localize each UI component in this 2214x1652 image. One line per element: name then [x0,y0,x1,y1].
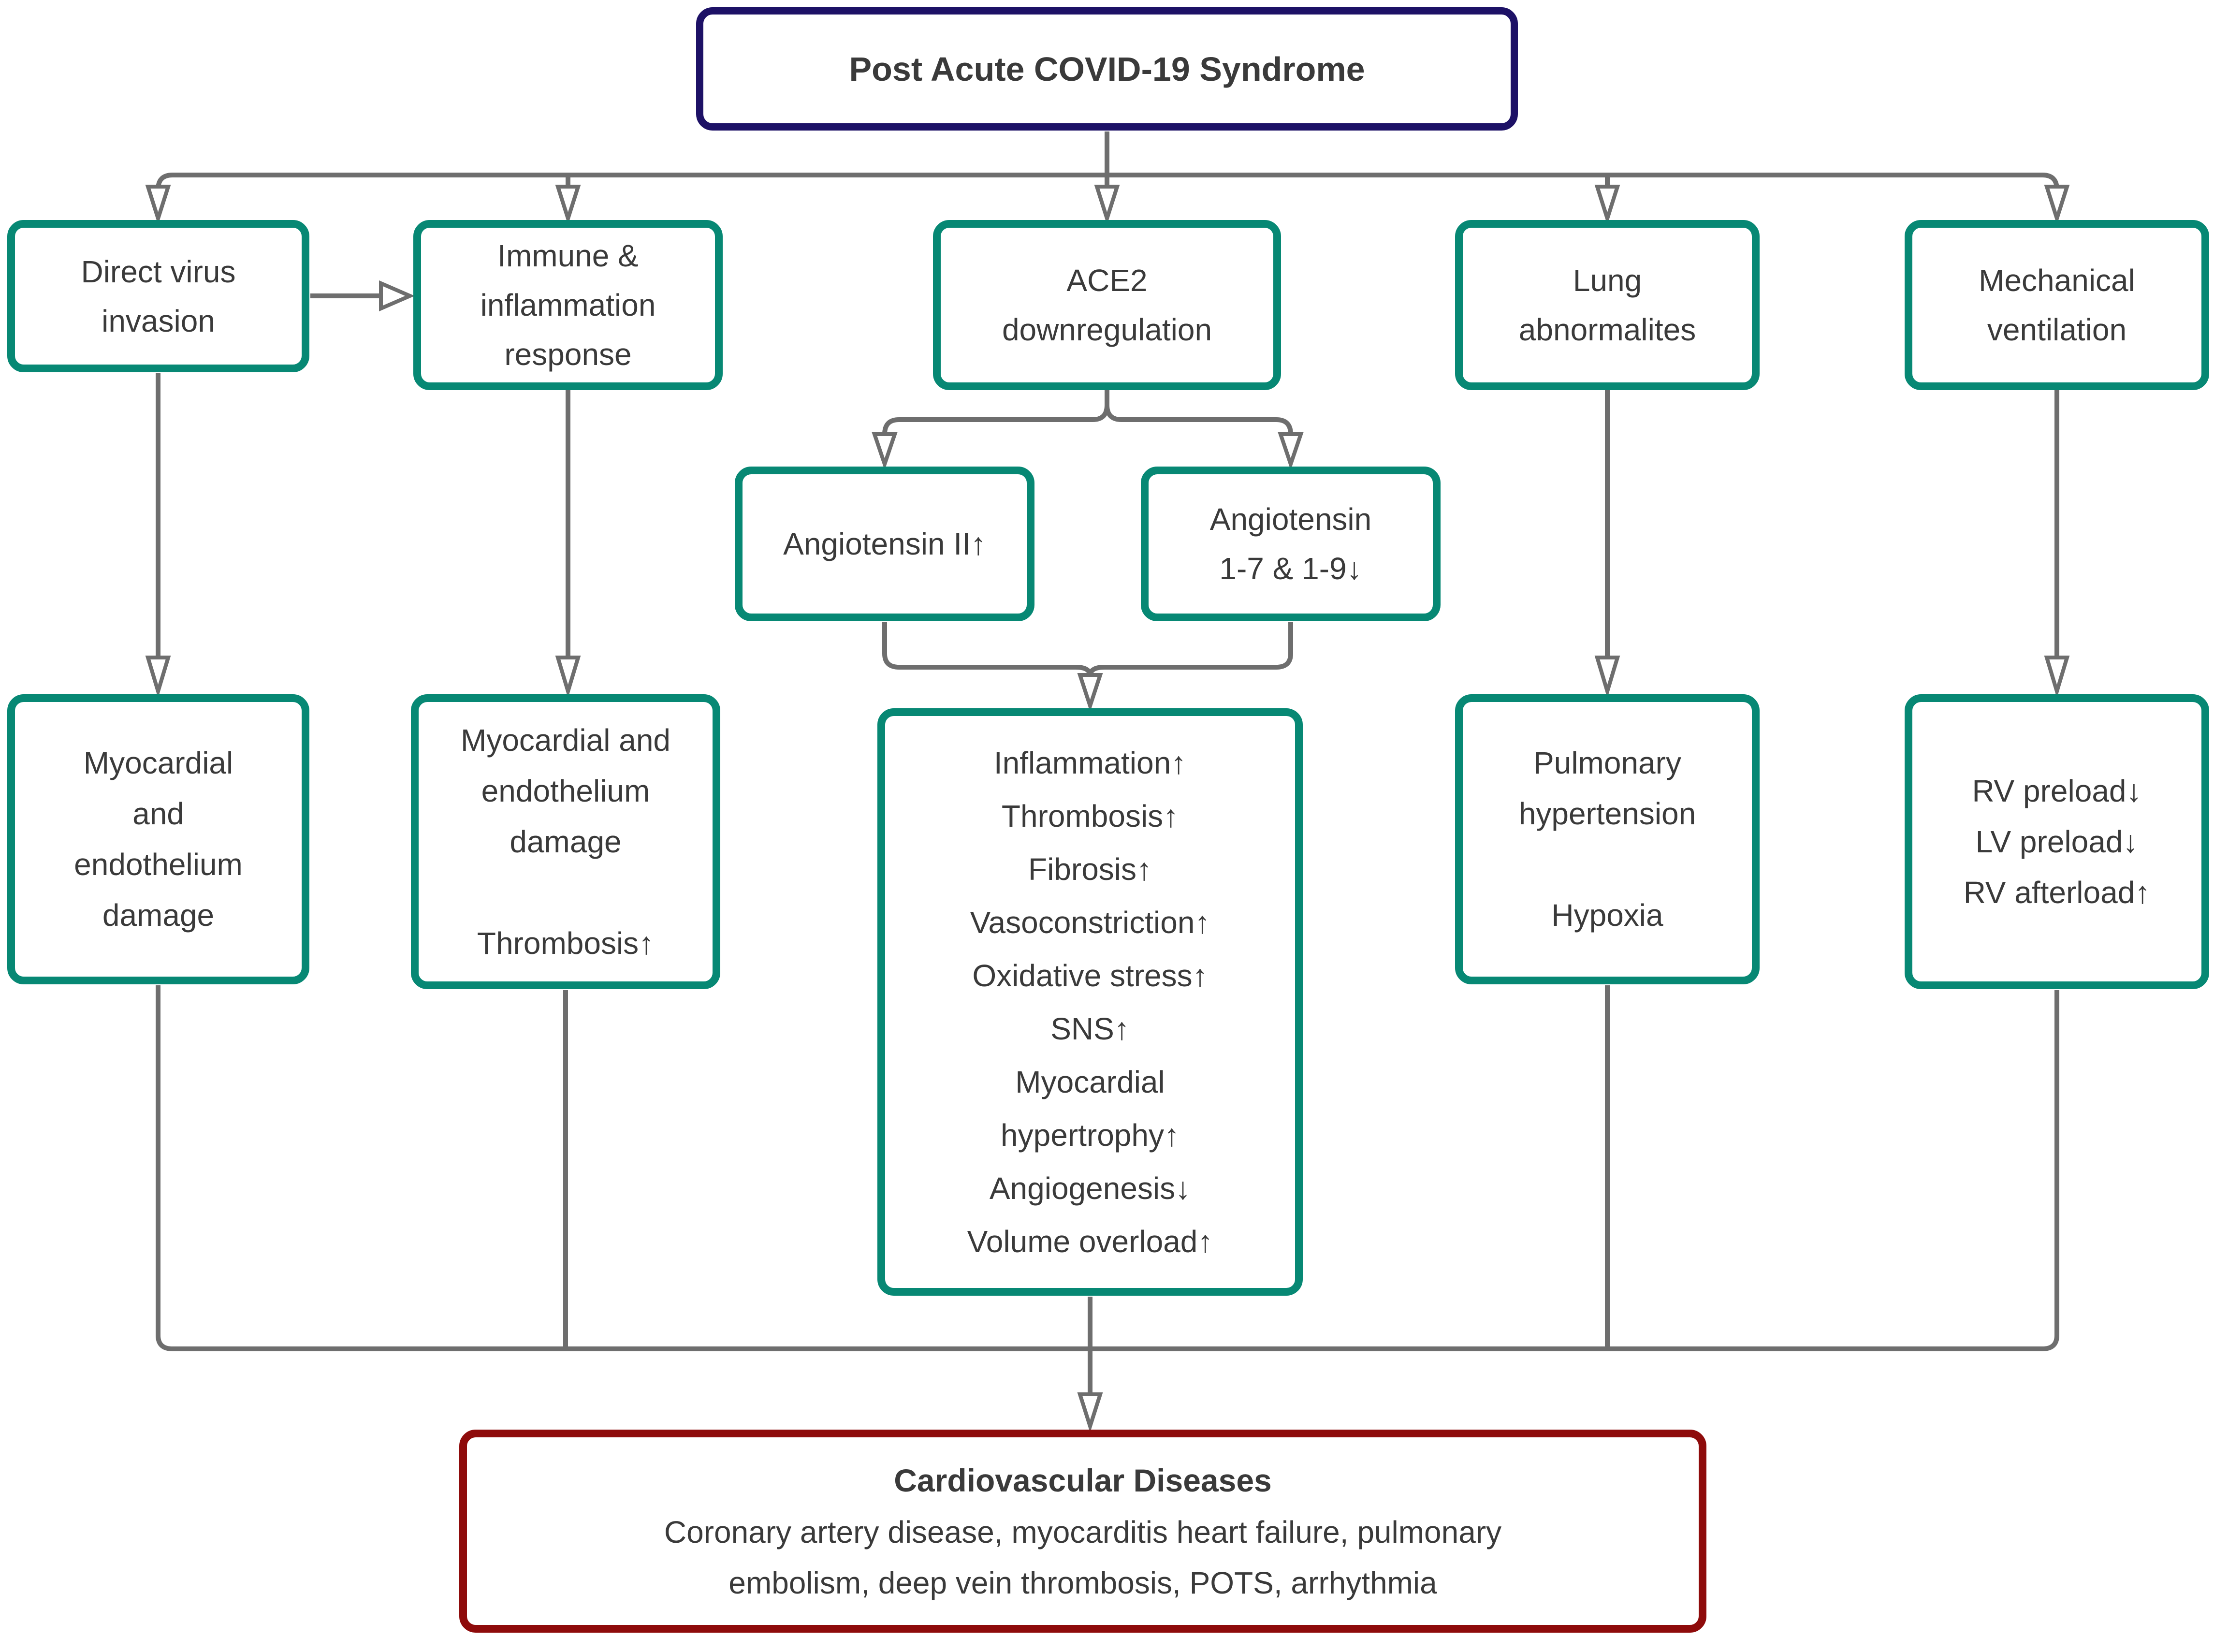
connector-merge-right [1088,622,1293,676]
text-line: Myocardial [83,746,233,780]
arrowhead-down-icon [145,656,171,698]
text-line: Volume overload↑ [967,1224,1213,1259]
box-immune-inflammation-response: Immune & inflammation response [413,220,723,390]
box-myocardial-endothelium-damage: Myocardial and endothelium damage [7,694,309,984]
arrowhead-down-icon [1077,1392,1103,1433]
box-cardiovascular-diseases: Cardiovascular Diseases Coronary artery … [459,1430,1706,1633]
outcome-description-line: embolism, deep vein thrombosis, POTS, ar… [728,1565,1437,1600]
text-line: Myocardial and [461,722,670,758]
text-line: Angiogenesis↓ [989,1170,1191,1206]
text-line: Mechanical [1979,263,2135,298]
connector-ace2-split-right [1105,405,1293,436]
arrowhead-down-icon [1594,656,1620,698]
outcome-title: Cardiovascular Diseases [894,1462,1272,1498]
connector-bottom-right-outer [1090,990,2059,1351]
text-line: endothelium [481,773,650,808]
box-downstream-effects: Inflammation↑ Thrombosis↑ Fibrosis↑ Vaso… [877,708,1303,1296]
arrowhead-down-icon [555,185,581,225]
arrowhead-down-icon [1094,185,1120,225]
text-line: Immune & [497,238,639,273]
connector-bottom-left-outer [156,985,1090,1351]
box-angiotensin-1-7-1-9: Angiotensin 1-7 & 1-9↓ [1141,467,1441,621]
text-line: damage [102,898,215,933]
text-line: endothelium [74,847,243,882]
arrowhead-right-icon [379,280,415,312]
text-line: Direct virus [81,254,236,289]
arrowhead-down-icon [872,432,898,470]
arrowhead-down-icon [2044,185,2070,225]
text-line: Oxidative stress↑ [972,958,1208,993]
box-angiotensin-ii: Angiotensin II↑ [735,467,1034,621]
text-line: invasion [102,303,215,338]
text-line: 1-7 & 1-9↓ [1219,551,1362,586]
arrowhead-down-icon [2044,656,2070,698]
text-line: Thrombosis↑ [477,925,655,961]
text-line-spacer [1463,839,1752,890]
text-line: inflammation [480,288,656,322]
box-mechanical-ventilation: Mechanical ventilation [1905,220,2209,390]
text-line: Hypoxia [1551,898,1663,933]
text-line: and [132,796,184,831]
outcome-description-line: Coronary artery disease, myocarditis hea… [664,1515,1502,1550]
text-line: damage [510,824,622,859]
text-line: SNS↑ [1050,1011,1130,1046]
text-line: Lung [1573,263,1642,298]
text-line: ventilation [1987,312,2127,347]
text-line: downregulation [1002,312,1212,347]
text-line: ACE2 [1066,263,1148,298]
arrowhead-down-icon [145,185,171,225]
text-line: Inflammation↑ [993,745,1187,780]
box-rv-lv-load: RV preload↓ LV preload↓ RV afterload↑ [1905,694,2209,989]
text-line: Angiotensin II↑ [783,526,986,561]
connector-merge-left [882,622,1092,676]
connector-ace2-split-left [882,390,1109,436]
box-direct-virus-invasion: Direct virus invasion [7,220,309,372]
arrowhead-down-icon [555,656,581,698]
arrowhead-down-icon [1077,673,1103,712]
text-line: Myocardial [1015,1064,1165,1099]
text-line: RV preload↓ [1972,773,2142,808]
text-line: Fibrosis↑ [1028,851,1152,887]
box-lung-abnormalites: Lung abnormalites [1455,220,1760,390]
title-box: Post Acute COVID-19 Syndrome [696,7,1518,131]
box-pulmonary-hypertension-hypoxia: Pulmonary hypertension Hypoxia [1455,694,1760,984]
text-line-spacer [419,867,713,918]
text-line: response [504,337,632,372]
text-line: Thrombosis↑ [1001,798,1179,833]
text-line: hypertension [1518,796,1696,831]
text-line: Vasoconstriction↑ [970,905,1210,940]
box-ace2-downregulation: ACE2 downregulation [933,220,1281,390]
text-line: LV preload↓ [1975,824,2139,859]
text-line: Pulmonary [1533,746,1681,780]
box-myocardial-endothelium-damage-thrombosis: Myocardial and endothelium damage Thromb… [411,694,720,989]
text-line: hypertrophy↑ [1001,1117,1180,1153]
text-line: RV afterload↑ [1963,875,2151,910]
text-line: Angiotensin [1209,502,1372,537]
arrowhead-down-icon [1278,432,1304,470]
text-line: abnormalites [1518,312,1696,347]
page-title: Post Acute COVID-19 Syndrome [849,50,1365,88]
arrowhead-down-icon [1594,185,1620,225]
